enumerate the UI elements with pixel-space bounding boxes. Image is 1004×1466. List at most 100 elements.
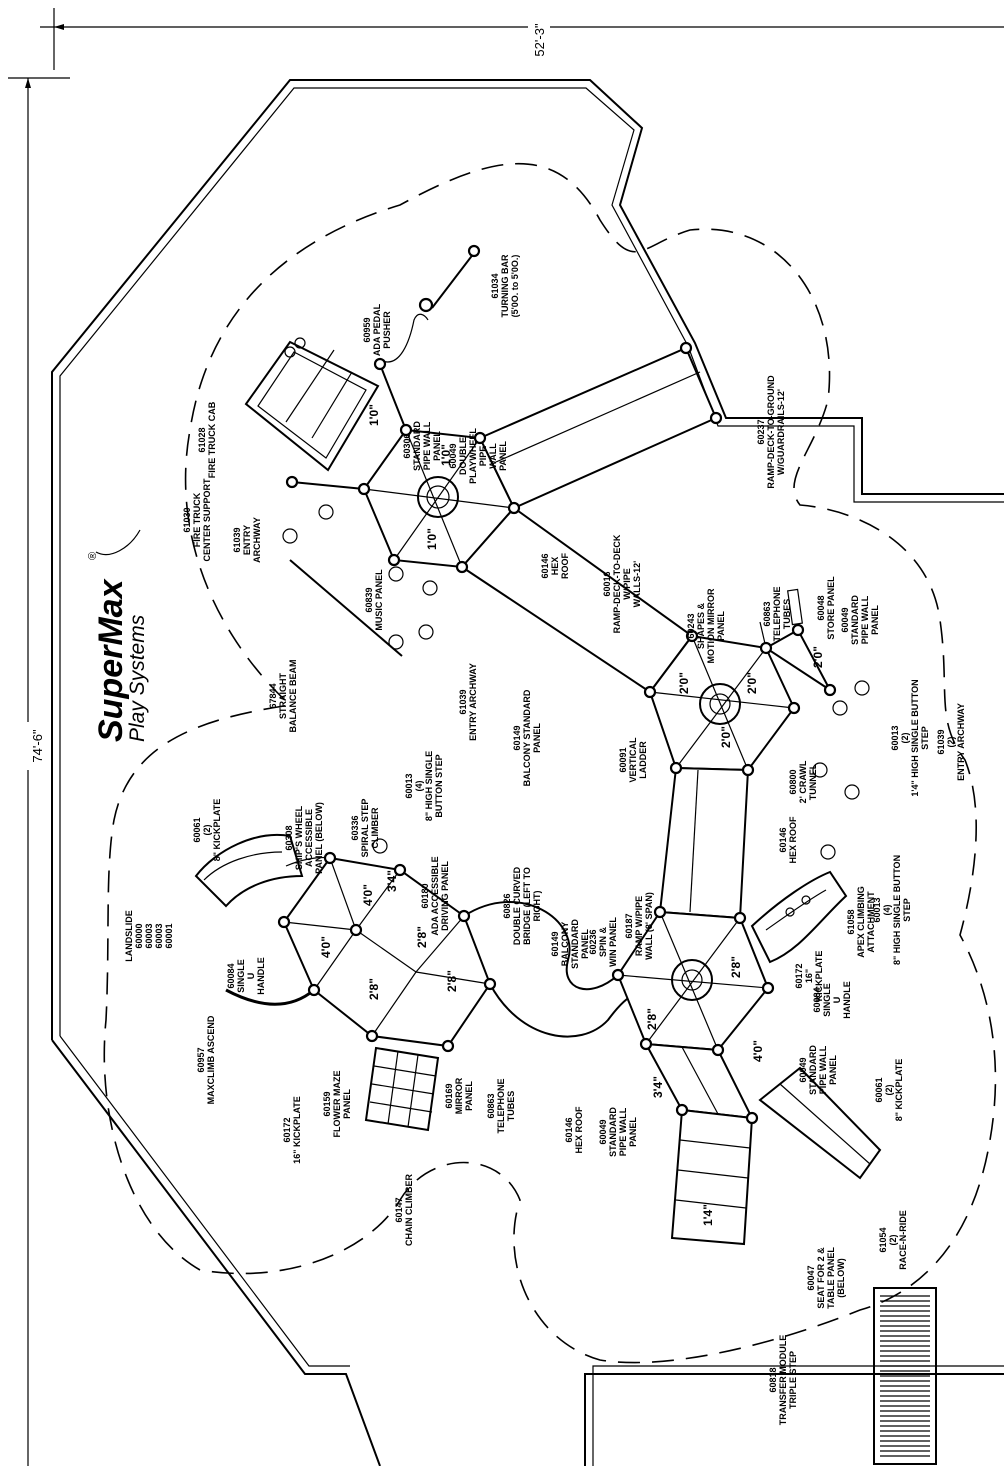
label-line: 8" HIGH SINGLE [424, 751, 434, 821]
label-line: 60146 [778, 827, 788, 852]
post [349, 923, 363, 937]
label-line: WIN PANEL [608, 917, 618, 967]
label-single-u-right: 60084SINGLEUHANDLE [812, 981, 852, 1019]
label-entry-archway-top: 61039ENTRYARCHWAY [232, 517, 262, 563]
label-kickplate-top: 60061(2)8" KICKPLATE [192, 799, 222, 862]
chain-climber [364, 1046, 440, 1132]
svg-text:1'0": 1'0" [425, 528, 439, 550]
label-line: APEX CLIMBING [856, 886, 866, 958]
label-line: DOUBLE CURVED [512, 866, 522, 945]
label-line: PIPE WALL [818, 1045, 828, 1094]
label-line: PANEL [532, 723, 542, 753]
post [455, 560, 469, 574]
label-line: STEP [920, 726, 930, 750]
label-apex-climbing: 61058APEX CLIMBINGATTACHMENT [846, 886, 876, 958]
label-line: MUSIC PANEL [374, 569, 384, 631]
svg-text:2'8": 2'8" [729, 956, 743, 978]
label-line: FIRE TRUCK [192, 492, 202, 547]
label-line: TELEPHONE [772, 586, 782, 641]
post [323, 851, 337, 865]
label-line: 61039 [458, 689, 468, 714]
label-line: 60061 [192, 817, 202, 842]
label-line: STANDARD [808, 1045, 818, 1095]
post [483, 977, 497, 991]
post [733, 911, 747, 925]
label-line: 60187 [624, 913, 634, 938]
label-line: CHAIN CLIMBER [404, 1174, 414, 1246]
registered-mark: ® [87, 552, 99, 560]
label-maxclimb: 60957MAXCLIMB ASCEND [196, 1015, 216, 1104]
svg-text:3'4": 3'4" [651, 1076, 665, 1098]
label-line: HEX ROOF [574, 1106, 584, 1154]
label-line: SPIN & [598, 927, 608, 958]
label-single-btn-lower: 60013(4)8" HIGH SINGLE BUTTONSTEP [872, 855, 912, 965]
label-line: 60308 [284, 825, 294, 850]
label-line: (5'0O. to 5'0O.) [510, 255, 520, 318]
label-line: 60818 [768, 1367, 778, 1392]
post [457, 909, 471, 923]
label-line: PIPE WALL [860, 595, 870, 644]
label-line: FLOWER MAZE [332, 1071, 342, 1138]
label-line: 60237 [756, 419, 766, 444]
post [365, 1029, 379, 1043]
label-line: 60000 [134, 923, 144, 948]
label-single-btn-right: 60013(2)1'4" HIGH SINGLE BUTTONSTEP [890, 679, 930, 796]
label-line: SHAPES & [696, 602, 706, 649]
label-line: 16" KICKPLATE [292, 1096, 302, 1164]
label-line: 60013 [404, 773, 414, 798]
label-line: 16" [804, 969, 814, 983]
post [823, 683, 837, 697]
post [711, 1043, 725, 1057]
label-line: 8" HIGH SINGLE BUTTON [892, 855, 902, 965]
fire-truck-cab [244, 337, 380, 472]
label-line: RAMP-DECK-TO-DECK [612, 534, 622, 633]
label-hex-roof-low: 60146HEX ROOF [564, 1106, 584, 1154]
label-line: (BELOW) [836, 1258, 846, 1298]
label-ramp-ground: 60237RAMP-DECK-TO-GROUNDW/GUARDRAILS-12' [756, 375, 786, 489]
label-line: BALCONY [560, 922, 570, 967]
label-mirror-panel: 60169MIRRORPANEL [444, 1077, 474, 1114]
label-landslide: LANDSLIDE60000600036000360001 [124, 910, 174, 962]
label-line: PANEL [580, 929, 590, 959]
label-line: SINGLE [822, 983, 832, 1017]
label-line: 60159 [322, 1091, 332, 1116]
label-line: (2) [946, 736, 956, 747]
post [675, 1103, 689, 1117]
label-spiral-step: 60336SPIRAL STEPCLIMBER [350, 799, 380, 858]
label-line: STEP [902, 898, 912, 922]
label-line: 60180 [420, 883, 430, 908]
entry-gate-grating [873, 1287, 937, 1465]
label-line: 2' CRAWL [798, 760, 808, 803]
label-line: TUNNEL [808, 763, 818, 800]
svg-text:2'0": 2'0" [745, 672, 759, 694]
label-line: (2) [884, 1084, 894, 1095]
label-line: PANEL [870, 605, 880, 635]
label-spin-win: 60236SPIN &WIN PANEL [588, 917, 618, 967]
post [473, 431, 487, 445]
label-line: 61054 [878, 1227, 888, 1252]
label-kickplate-low: 60061(2)8" KICKPLATE [874, 1059, 904, 1122]
label-line: 60061 [874, 1077, 884, 1102]
label-turning-bar: 61034TURNING BAR(5'0O. to 5'0O.) [490, 254, 520, 317]
label-line: ENTRY [242, 525, 252, 555]
label-line: 8" KICKPLATE [212, 799, 222, 862]
label-line: DRIVING PANEL [440, 861, 450, 931]
width-dimension-label: 52'-3" [532, 23, 547, 57]
label-line: 61039 [936, 729, 946, 754]
supermax-logo: SuperMax Play Systems ® [87, 529, 149, 742]
button-steps [282, 504, 870, 860]
label-line: STANDARD [570, 919, 580, 969]
label-line: 60959 [362, 317, 372, 342]
brand-name: SuperMax [92, 577, 130, 742]
post [685, 629, 699, 643]
label-seat-table: 60047SEAT FOR 2 &TABLE PANEL(BELOW) [806, 1247, 846, 1309]
label-line: PANEL [342, 1089, 352, 1119]
label-line: CLIMBER [370, 807, 380, 848]
label-line: 60149 [550, 931, 560, 956]
label-line: 60236 [588, 929, 598, 954]
label-line: PIPE WALL [422, 421, 432, 470]
post [653, 905, 667, 919]
label-single-u-left: 60084SINGLEUHANDLE [226, 957, 266, 995]
label-line: WALLS-12' [632, 561, 642, 608]
